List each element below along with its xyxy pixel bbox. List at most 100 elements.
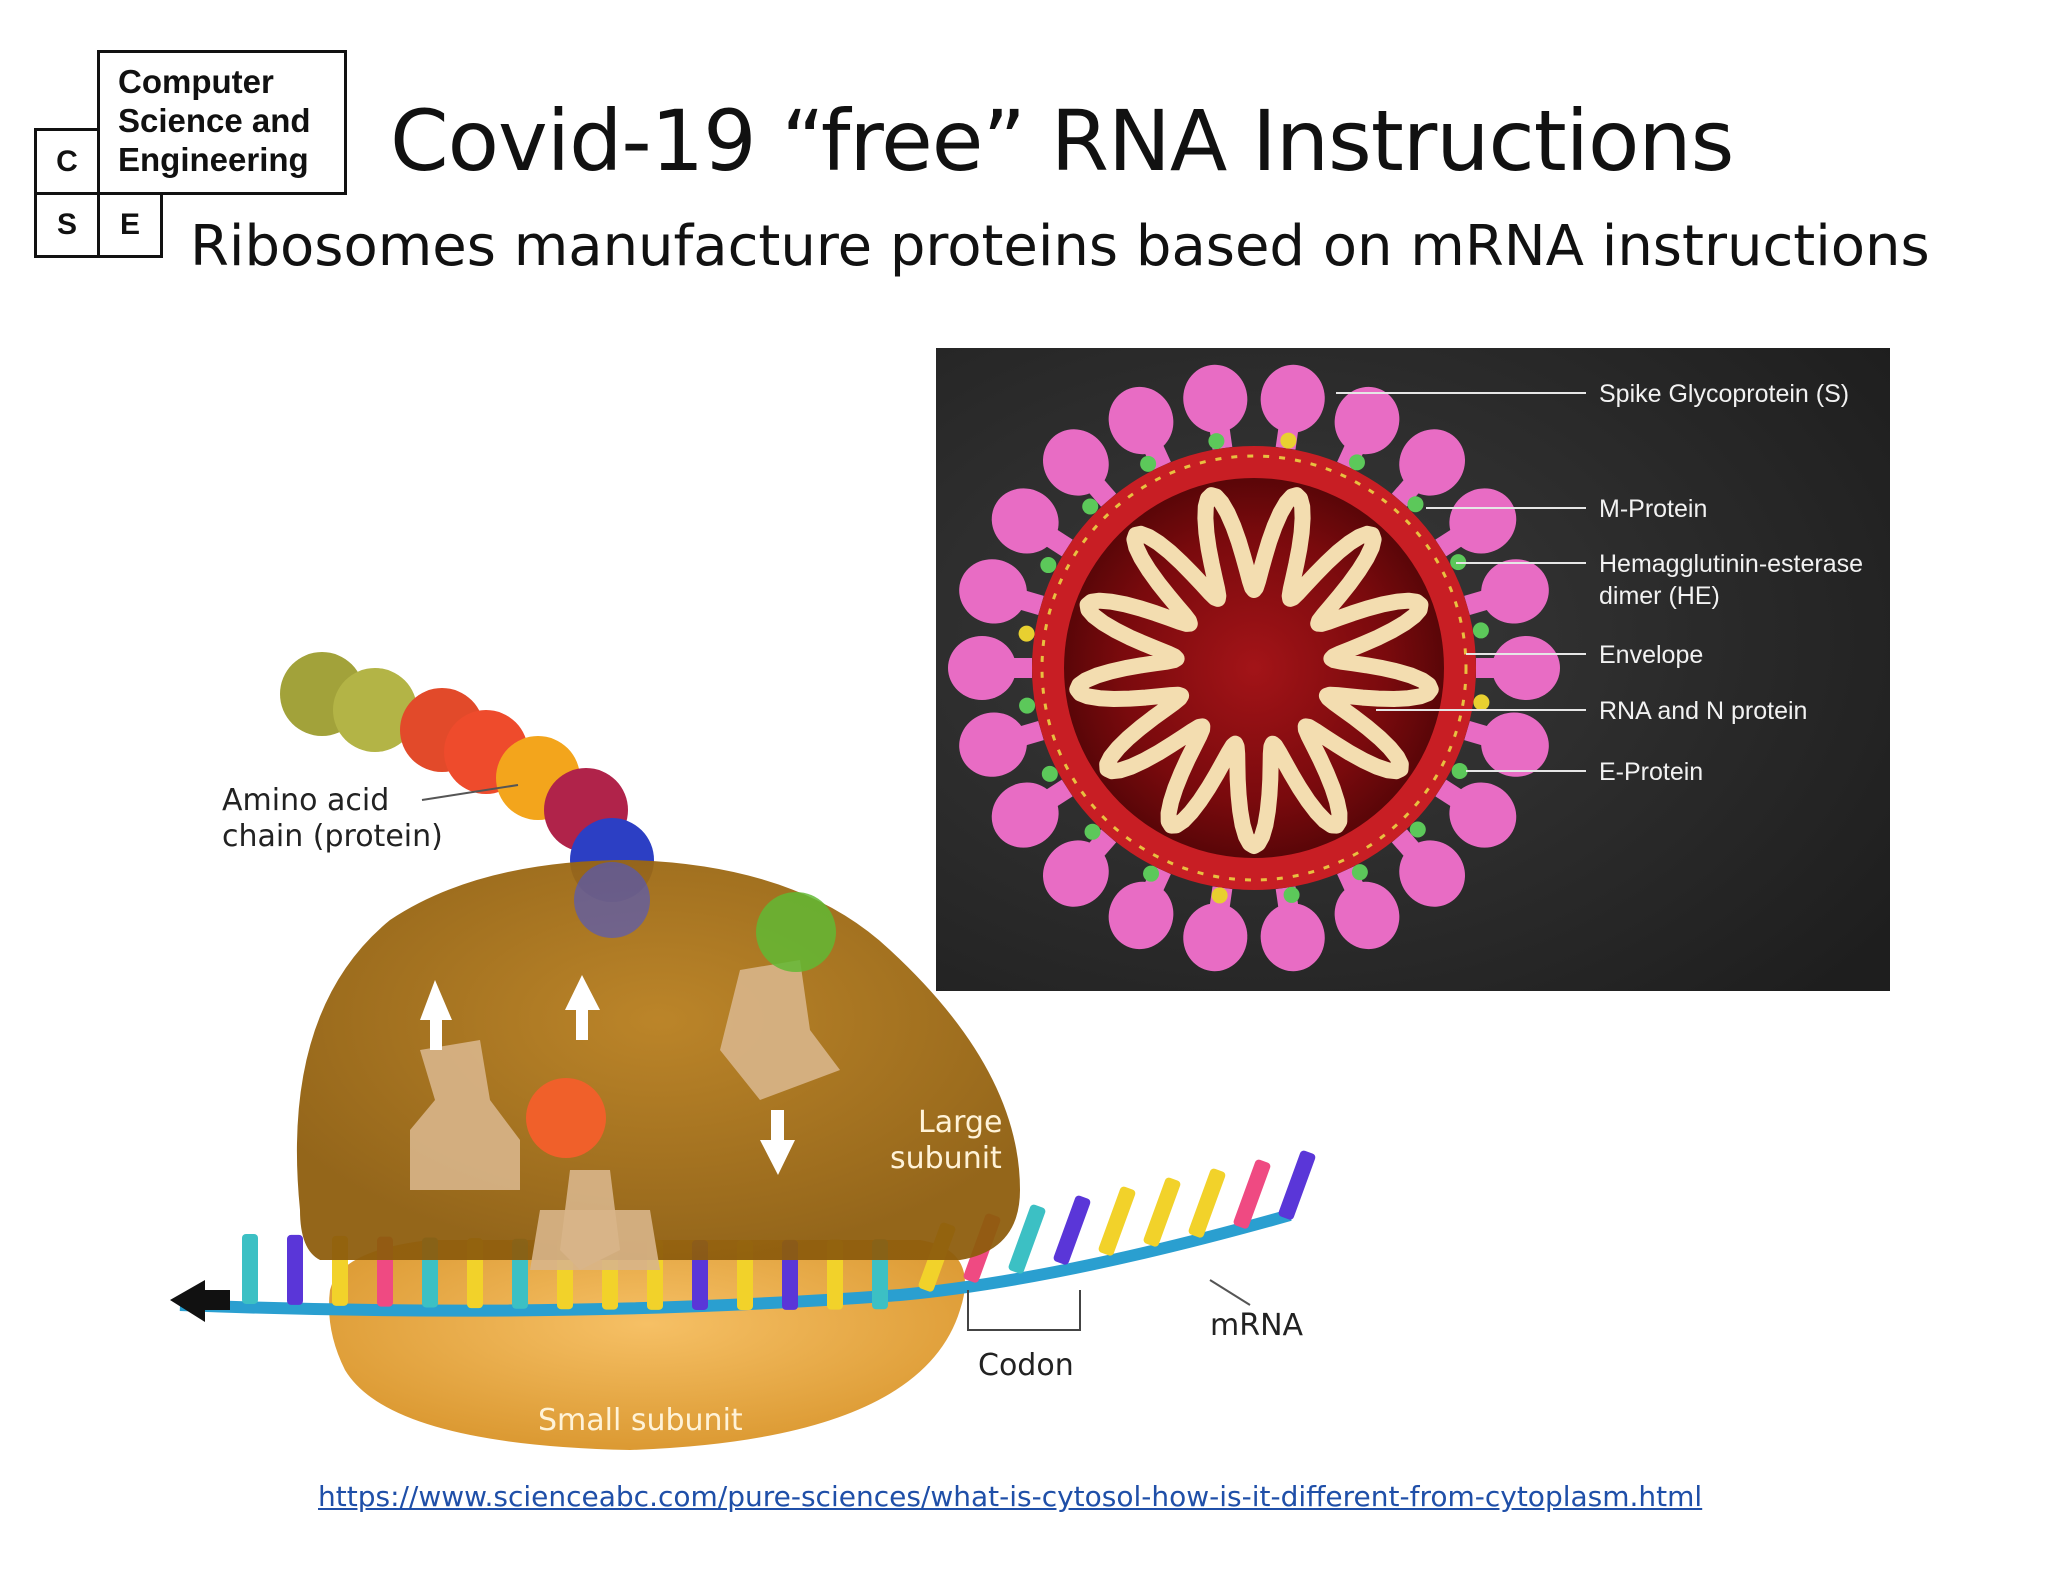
nucleotide-base xyxy=(242,1233,258,1304)
trna-center xyxy=(530,1210,660,1270)
membrane-proteins xyxy=(1040,454,1468,882)
slide-title: Covid-19 “free” RNA Instructions xyxy=(390,92,1734,190)
nucleotide-base xyxy=(1098,1186,1136,1256)
trna-molecules xyxy=(410,960,840,1270)
membrane-protein-dot xyxy=(1451,762,1468,779)
label-he-line1: Hemagglutinin-esterase xyxy=(1599,550,1863,578)
spike-protein xyxy=(1334,386,1400,471)
spike-protein xyxy=(1464,712,1549,777)
direction-arrow-icon xyxy=(170,1280,230,1322)
mrna-leader-line xyxy=(1209,1279,1251,1306)
nucleotide-base xyxy=(287,1234,303,1305)
logo-letter-c: C xyxy=(34,128,100,195)
released-amino-acid xyxy=(756,892,836,972)
logo-letter-e: E xyxy=(97,192,163,258)
spike-protein xyxy=(1334,865,1400,950)
spike-protein xyxy=(991,779,1073,848)
label-rna: RNA and N protein xyxy=(1599,697,1807,725)
movement-arrows xyxy=(420,975,795,1175)
membrane-protein-dot xyxy=(1041,765,1058,782)
label-mrna: mRNA xyxy=(1210,1308,1304,1343)
slide-subtitle: Ribosomes manufacture proteins based on … xyxy=(190,214,1930,279)
nucleotide-base xyxy=(1143,1177,1181,1247)
coronavirus-diagram: Spike Glycoprotein (S) M-Protein Hemaggl… xyxy=(936,348,1890,991)
nucleotide-base xyxy=(1188,1168,1226,1238)
logo-letter-s: S xyxy=(34,192,100,258)
source-link[interactable]: https://www.scienceabc.com/pure-sciences… xyxy=(318,1480,1703,1513)
label-leader-lines xyxy=(1336,392,1586,772)
membrane-protein-dot xyxy=(1280,432,1297,449)
amino-leader-line xyxy=(421,784,519,801)
spike-protein xyxy=(1476,636,1560,700)
spike-protein xyxy=(991,488,1073,557)
nucleotide-base xyxy=(1053,1195,1091,1265)
label-m-protein: M-Protein xyxy=(1599,495,1707,523)
codon-bracket xyxy=(967,1290,1081,1331)
down-arrow-icon xyxy=(760,1110,795,1175)
label-codon: Codon xyxy=(978,1348,1074,1383)
label-spike: Spike Glycoprotein (S) xyxy=(1599,380,1849,408)
up-arrow-icon xyxy=(565,975,600,1040)
spike-protein xyxy=(1435,488,1517,557)
logo-line-1: Computer xyxy=(118,63,274,100)
label-large-line2: subunit xyxy=(890,1141,1002,1176)
membrane-protein-dot xyxy=(1211,887,1228,904)
label-large-line1: Large xyxy=(918,1105,1002,1140)
spike-protein xyxy=(1108,386,1174,471)
label-amino-line1: Amino acid xyxy=(222,783,389,818)
membrane-protein-dot xyxy=(1407,496,1424,513)
logo-line-3: Engineering xyxy=(118,141,309,178)
trna-right xyxy=(720,960,840,1100)
spike-protein xyxy=(959,712,1044,777)
incoming-amino-acid xyxy=(526,1078,606,1158)
spike-proteins xyxy=(948,364,1560,972)
membrane-protein-dot xyxy=(1084,823,1101,840)
e-protein-dots xyxy=(1018,432,1490,904)
membrane-protein-dot xyxy=(1019,697,1036,714)
large-subunit xyxy=(296,860,1020,1260)
rna-nucleocapsid xyxy=(1069,487,1439,854)
label-e-protein: E-Protein xyxy=(1599,758,1703,786)
membrane-protein-dot xyxy=(1473,694,1490,711)
membrane-protein-dot xyxy=(1351,864,1368,881)
membrane-protein-dot xyxy=(1348,454,1365,471)
logo-line-2: Science and xyxy=(118,102,311,139)
nucleotide-base xyxy=(1008,1204,1046,1274)
cse-logo: Computer Science and Engineering C S E xyxy=(34,50,354,260)
spike-protein xyxy=(1464,559,1549,624)
spike-protein xyxy=(948,636,1032,700)
spike-protein xyxy=(1108,865,1174,950)
rna-coil xyxy=(1069,487,1439,854)
small-subunit xyxy=(329,1240,965,1450)
spike-protein xyxy=(1435,779,1517,848)
membrane-protein-dot xyxy=(1082,498,1099,515)
amino-acid-chain xyxy=(280,652,654,902)
ribosome-diagram: Amino acid chain (protein) Small subunit… xyxy=(170,652,1316,1450)
trna-left xyxy=(410,1040,520,1190)
spike-protein xyxy=(1391,429,1465,507)
nucleotide-base xyxy=(1233,1159,1271,1229)
amino-bead xyxy=(333,668,417,752)
spike-protein xyxy=(1391,829,1465,907)
spike-protein xyxy=(1043,829,1117,907)
membrane-protein-dot xyxy=(1018,625,1035,642)
membrane-protein-dot xyxy=(1140,455,1157,472)
amino-bead-overlap xyxy=(574,862,650,938)
membrane-protein-dot xyxy=(1040,557,1057,574)
nucleotide-base xyxy=(1278,1150,1316,1220)
label-amino-line2: chain (protein) xyxy=(222,819,443,854)
up-arrow-icon xyxy=(420,980,452,1050)
logo-name-box xyxy=(97,50,347,195)
membrane-protein-dot xyxy=(1472,622,1489,639)
label-small-subunit: Small subunit xyxy=(538,1403,743,1438)
logo-text: Computer Science and Engineering xyxy=(118,62,311,179)
spike-protein xyxy=(959,559,1044,624)
spike-protein xyxy=(1043,429,1117,507)
membrane-protein-dot xyxy=(1409,821,1426,838)
membrane-protein-dot xyxy=(1283,886,1300,903)
membrane-protein-dot xyxy=(1143,865,1160,882)
label-he-line2: dimer (HE) xyxy=(1599,582,1720,610)
label-envelope: Envelope xyxy=(1599,641,1703,669)
membrane-protein-dot xyxy=(1208,433,1225,450)
